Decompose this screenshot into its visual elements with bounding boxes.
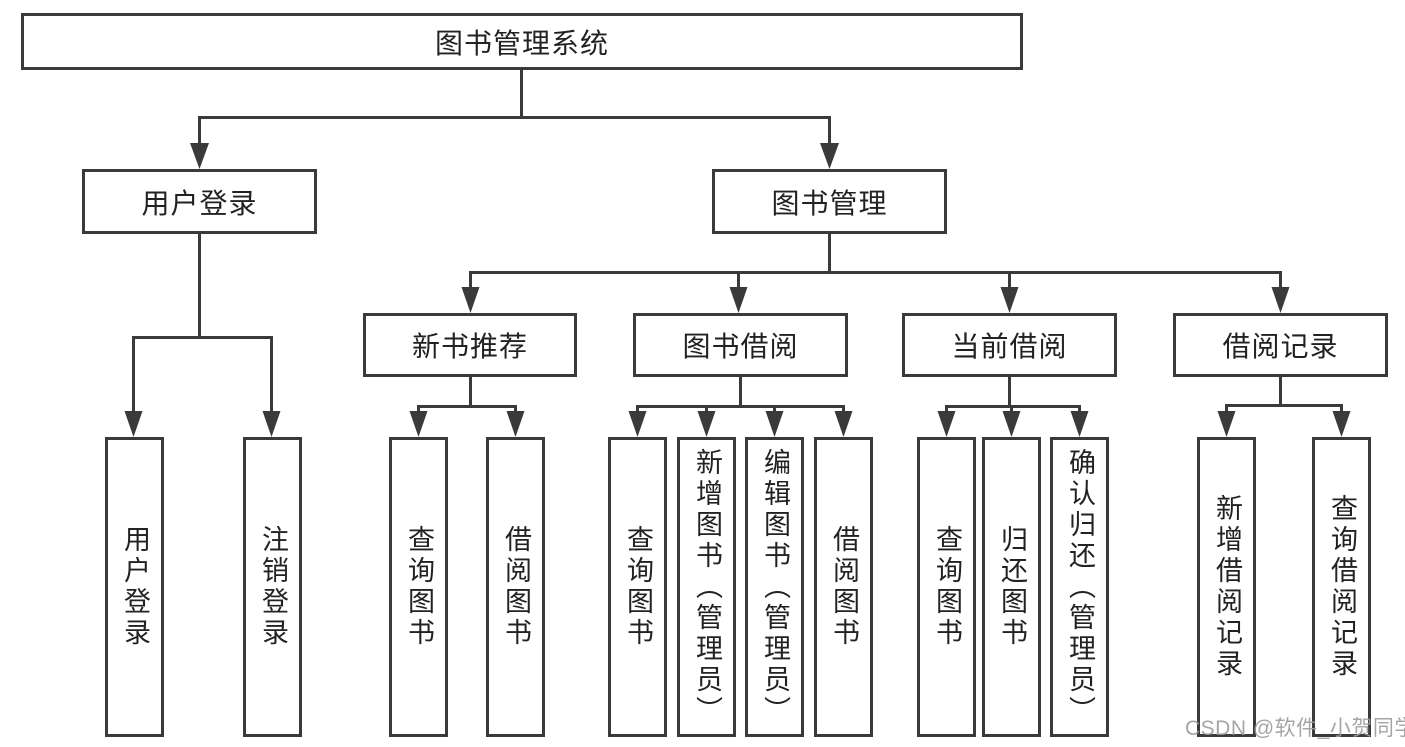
- leaf-user-login: 用户登录: [105, 437, 164, 737]
- node-borrow-records-label: 借阅记录: [1222, 331, 1339, 362]
- node-book-management-label: 图书管理: [771, 187, 888, 219]
- node-root-label: 图书管理系统: [434, 27, 609, 59]
- node-book-management: 图书管理: [712, 169, 947, 234]
- leaf-query-books-current: 查询图书: [917, 437, 976, 737]
- leaf-edit-book-admin: 编辑图书（管理员）: [745, 437, 804, 737]
- leaf-return-book-label: 归还图书: [997, 525, 1027, 649]
- leaf-add-borrow-record: 新增借阅记录: [1197, 437, 1256, 737]
- leaf-query-borrow-record-label: 查询借阅记录: [1327, 494, 1357, 680]
- node-current-borrow-label: 当前借阅: [951, 331, 1068, 362]
- node-user-login: 用户登录: [82, 169, 317, 234]
- leaf-logout: 注销登录: [243, 437, 302, 737]
- node-book-borrow-label: 图书借阅: [682, 331, 799, 362]
- connector-root-to-level2: [190, 70, 839, 169]
- leaf-edit-book-admin-label: 编辑图书（管理员）: [760, 447, 790, 727]
- leaf-borrow-books: 借阅图书: [814, 437, 873, 737]
- connector-book-borrow-children: [628, 377, 853, 437]
- connector-borrow-records-children: [1217, 377, 1351, 437]
- leaf-borrow-books-recommend: 借阅图书: [486, 437, 545, 737]
- watermark: CSDN @软件_小贺同学: [1185, 717, 1405, 740]
- leaf-query-borrow-record: 查询借阅记录: [1312, 437, 1371, 737]
- connector-new-book-recommend-children: [409, 377, 525, 437]
- node-user-login-label: 用户登录: [141, 187, 258, 219]
- leaf-query-books-recommend: 查询图书: [389, 437, 448, 737]
- leaf-confirm-return-admin: 确认归还（管理员）: [1050, 437, 1109, 737]
- connector-book-management-children: [461, 234, 1290, 313]
- connector-user-login-children: [124, 234, 281, 437]
- leaf-user-login-label: 用户登录: [120, 525, 150, 649]
- leaf-query-books-recommend-label: 查询图书: [404, 525, 434, 649]
- node-new-book-recommend-label: 新书推荐: [411, 331, 528, 362]
- node-root: 图书管理系统: [21, 13, 1023, 70]
- leaf-logout-label: 注销登录: [258, 525, 288, 649]
- node-current-borrow: 当前借阅: [902, 313, 1117, 377]
- leaf-borrow-books-recommend-label: 借阅图书: [501, 525, 531, 649]
- leaf-borrow-books-label: 借阅图书: [829, 525, 859, 649]
- leaf-query-books-current-label: 查询图书: [932, 525, 962, 649]
- connector-current-borrow-children: [937, 377, 1089, 437]
- node-book-borrow: 图书借阅: [633, 313, 848, 377]
- leaf-add-borrow-record-label: 新增借阅记录: [1212, 494, 1242, 680]
- leaf-return-book: 归还图书: [982, 437, 1041, 737]
- leaf-query-books-borrow-label: 查询图书: [623, 525, 653, 649]
- leaf-add-book-admin-label: 新增图书（管理员）: [692, 447, 722, 727]
- leaf-confirm-return-admin-label: 确认归还（管理员）: [1065, 447, 1095, 727]
- leaf-add-book-admin: 新增图书（管理员）: [677, 437, 736, 737]
- node-new-book-recommend: 新书推荐: [363, 313, 577, 377]
- node-borrow-records: 借阅记录: [1173, 313, 1388, 377]
- leaf-query-books-borrow: 查询图书: [608, 437, 667, 737]
